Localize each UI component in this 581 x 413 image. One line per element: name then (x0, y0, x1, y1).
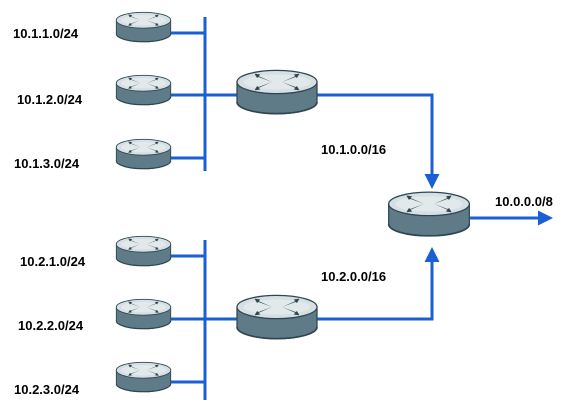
summary-label-2: 10.2.0.0/16 (321, 269, 386, 284)
router-icon (115, 298, 172, 330)
router-icon (115, 11, 172, 43)
network-label-1-1: 10.1.1.0/24 (13, 26, 79, 41)
link-router-1-to-core (316, 93, 440, 189)
router-icon (236, 69, 318, 115)
router-icon (115, 235, 172, 267)
router-icon (115, 361, 172, 393)
router-icon (115, 138, 172, 170)
summary-label-core: 10.0.0.0/8 (495, 194, 553, 209)
router-icon (236, 294, 318, 340)
network-label-2-3: 10.2.3.0/24 (14, 382, 80, 397)
router-icon (115, 74, 172, 106)
router-icon (387, 191, 471, 237)
network-label-1-2: 10.1.2.0/24 (17, 92, 83, 107)
link-router-2-to-core (316, 247, 440, 321)
network-label-2-2: 10.2.2.0/24 (18, 318, 84, 333)
summary-label-1: 10.1.0.0/16 (321, 142, 386, 157)
network-label-2-1: 10.2.1.0/24 (20, 254, 86, 269)
network-label-1-3: 10.1.3.0/24 (14, 156, 80, 171)
